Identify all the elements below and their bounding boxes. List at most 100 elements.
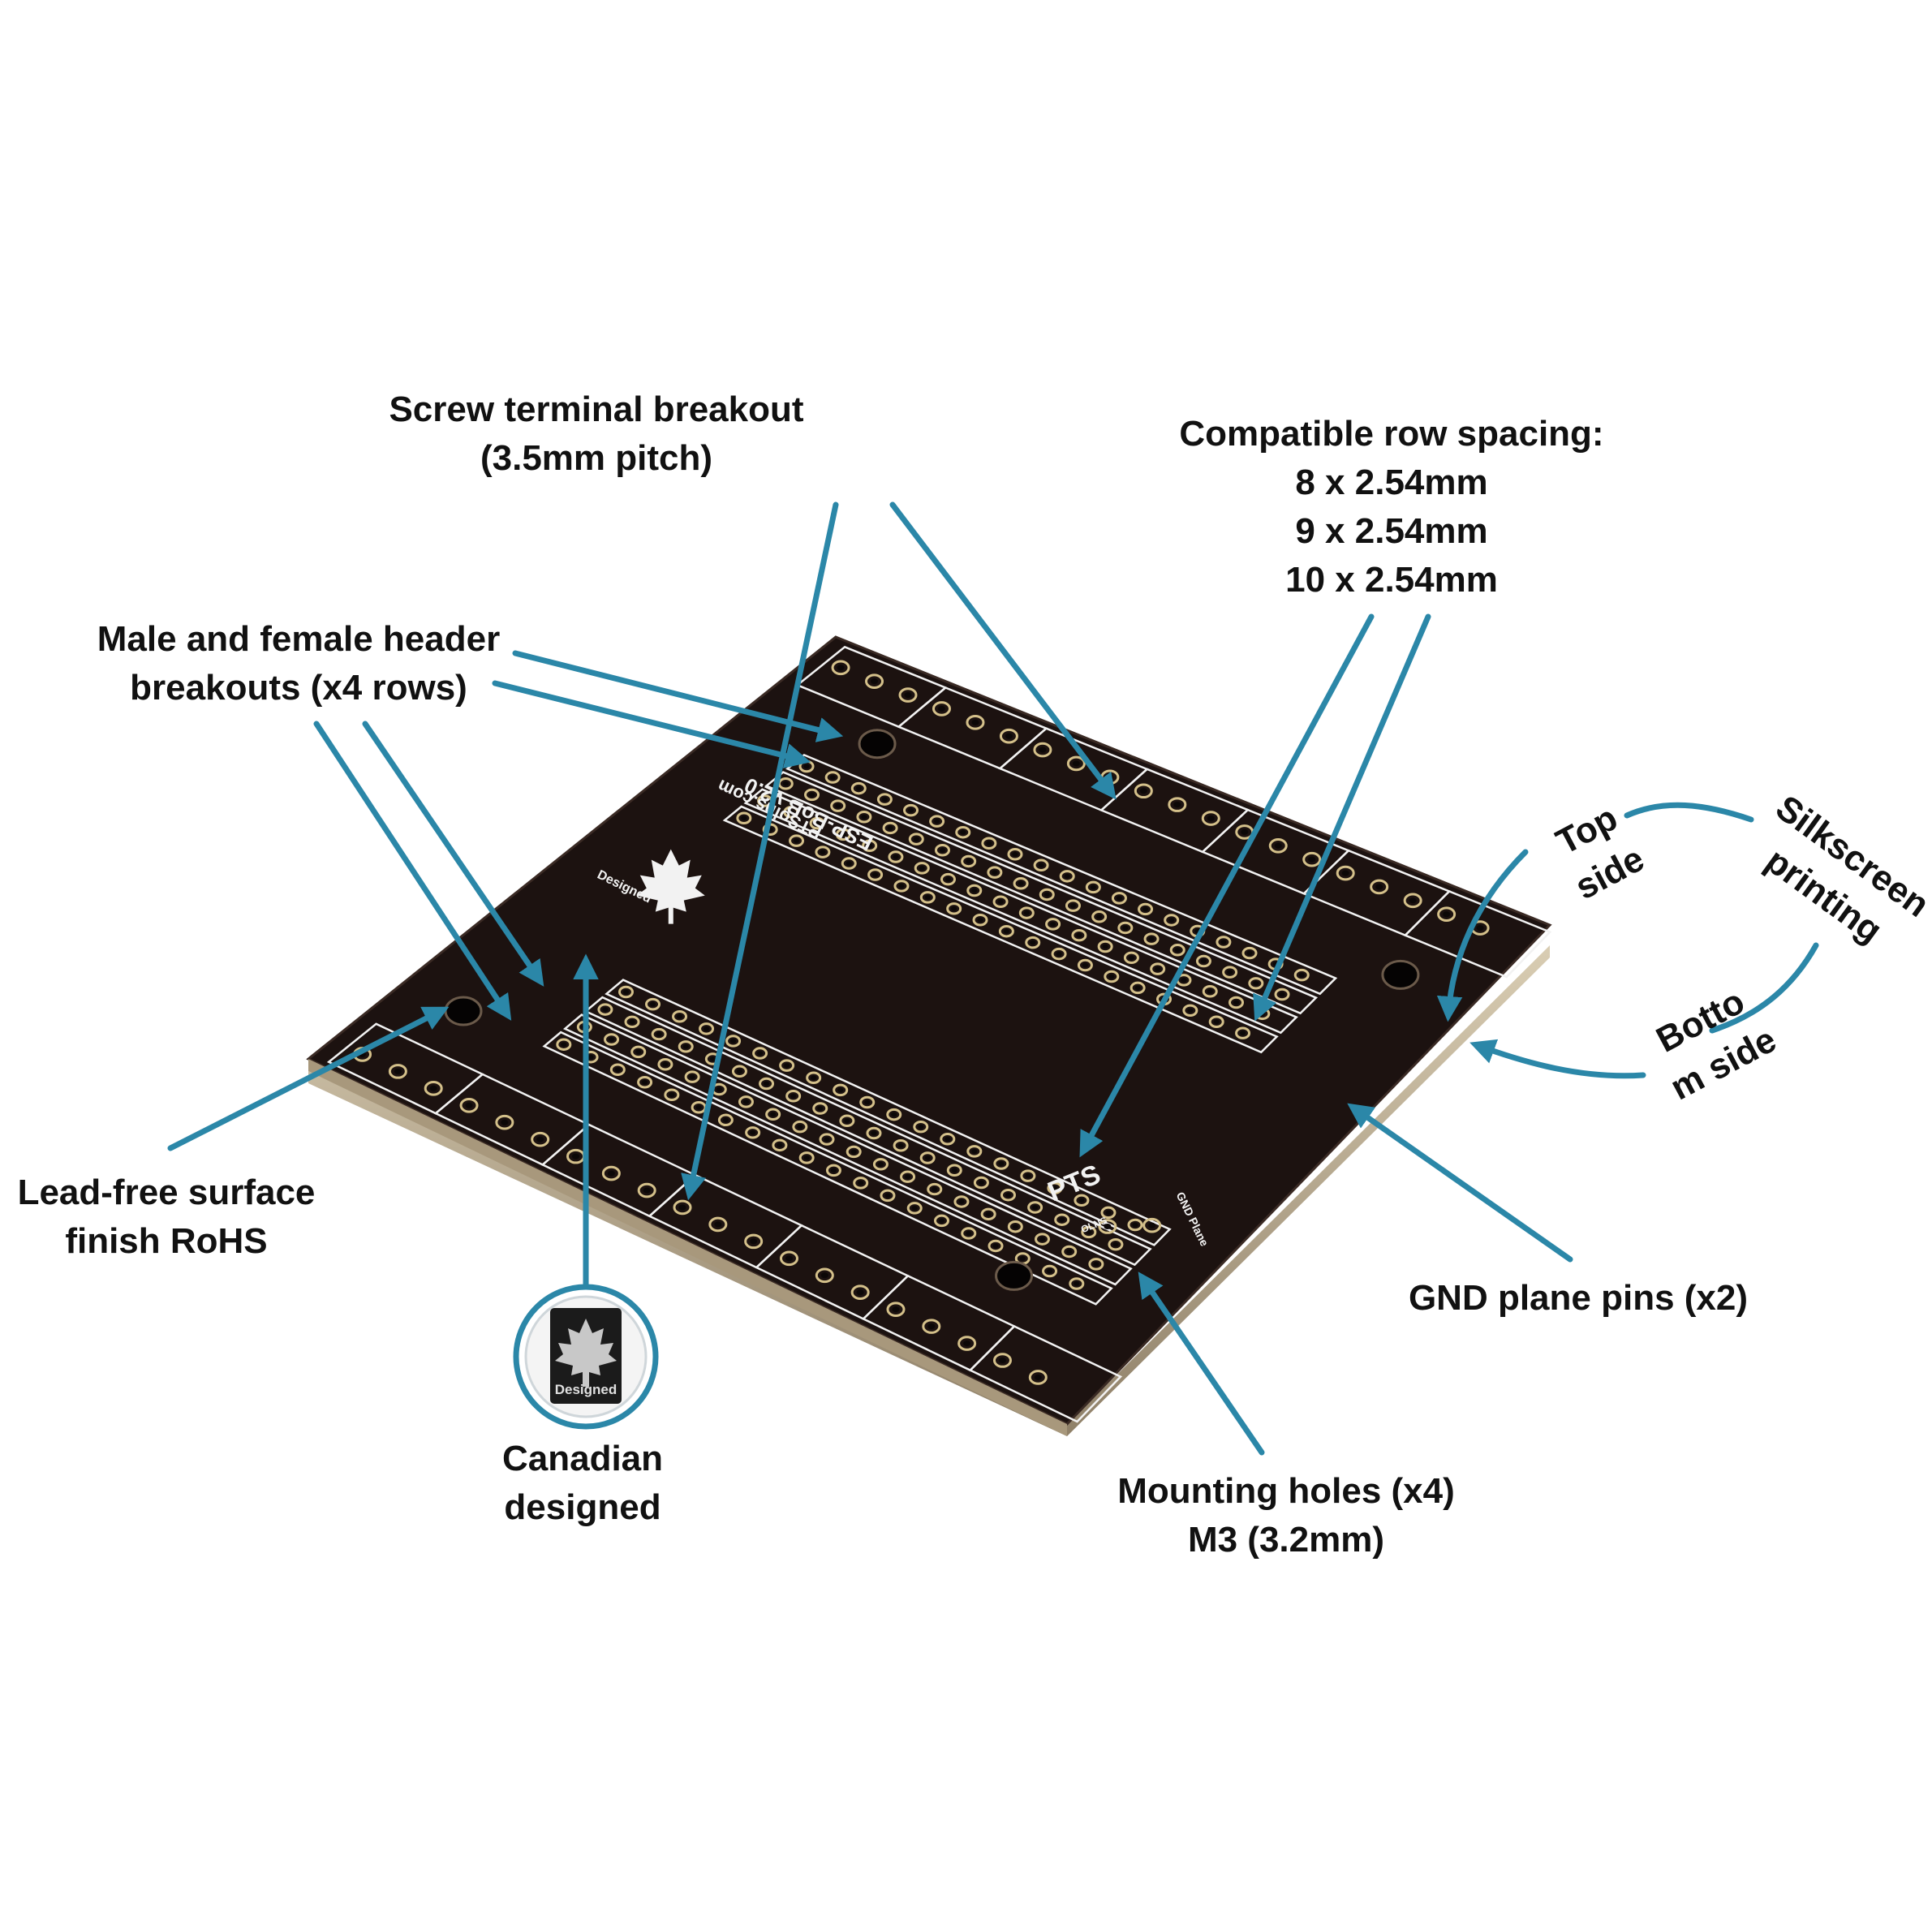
header-pin-pad xyxy=(966,1145,983,1158)
header-pin-pad-hole xyxy=(958,1199,965,1204)
board-maple-leaf-icon xyxy=(636,849,705,924)
header-pin-pad-hole xyxy=(907,807,914,813)
header-pin-pad xyxy=(1020,1169,1036,1182)
header-pin-pad xyxy=(1228,996,1245,1009)
screw-pad-bottom-hole xyxy=(678,1204,686,1211)
header-pin-pad-hole xyxy=(1122,925,1129,931)
screw-pad-top-hole xyxy=(871,678,879,685)
header-pin-pad-hole xyxy=(944,1136,951,1142)
screw-pad-bottom xyxy=(957,1336,977,1351)
arrow-header-3 xyxy=(313,721,512,1021)
screw-pad-top-hole xyxy=(1274,842,1282,849)
screw-pad-top-hole xyxy=(837,665,845,671)
header-pin-pad-hole xyxy=(1030,940,1036,945)
header-pin-pad xyxy=(992,895,1009,909)
header-row-outline xyxy=(562,1013,1133,1286)
header-pin-pad xyxy=(893,1139,909,1152)
screw-pad-top xyxy=(966,715,985,730)
header-pin-pad-hole xyxy=(840,832,847,837)
header-pin-pad-hole xyxy=(1046,1268,1053,1274)
screw-pad-bottom-hole xyxy=(714,1221,722,1228)
header-pin-pad-hole xyxy=(814,820,820,826)
arrow-silk-to-top xyxy=(1624,802,1754,823)
header-pin-pad xyxy=(717,1113,734,1127)
header-pin-pad-hole xyxy=(682,1044,689,1049)
header-pin-pad xyxy=(880,1189,896,1203)
header-pin-pad-hole xyxy=(763,1081,770,1086)
header-pin-pad-hole xyxy=(689,1074,695,1079)
header-pin-pad xyxy=(759,1077,775,1091)
header-pin-pad xyxy=(856,811,872,824)
header-pin-pad-hole xyxy=(1233,1000,1240,1005)
header-pin-pad xyxy=(731,1065,747,1078)
screw-pad-bottom-hole xyxy=(892,1306,900,1313)
screw-pad-bottom-hole xyxy=(465,1102,473,1108)
header-row-outline xyxy=(722,805,1279,1054)
header-pin-pad-hole xyxy=(1064,874,1070,879)
screw-pad-top xyxy=(898,687,918,703)
header-pin-pad-hole xyxy=(951,1168,957,1173)
header-pin-pad-hole xyxy=(1128,955,1135,961)
gnd-plane-pad-hole xyxy=(1104,1223,1112,1229)
header-pin-pad xyxy=(1091,910,1108,923)
header-pin-pad-hole xyxy=(864,1099,871,1105)
header-pin-pad xyxy=(853,1177,869,1190)
screw-pad-bottom xyxy=(531,1131,550,1147)
screw-pad-top xyxy=(865,673,884,689)
header-pin-pad xyxy=(1007,848,1023,861)
header-pin-pad xyxy=(1069,1277,1085,1290)
header-pin-pad-hole xyxy=(872,872,879,877)
header-pin-pad-hole xyxy=(844,1118,850,1124)
header-pin-pad-hole xyxy=(977,917,983,923)
header-pin-pad xyxy=(908,833,924,846)
header-pin-pad-hole xyxy=(960,829,966,835)
header-pin-pad-hole xyxy=(1069,903,1077,908)
screw-pad-top xyxy=(1033,742,1052,758)
header-pin-pad xyxy=(1123,951,1139,965)
header-pin-pad xyxy=(839,1114,855,1128)
header-pin-pad-hole xyxy=(641,1079,648,1085)
label-canadian: Canadian designed xyxy=(501,1439,664,1527)
header-pin-pad-hole xyxy=(837,1087,844,1093)
screw-pad-bottom-hole xyxy=(394,1068,402,1074)
screw-pad-bottom xyxy=(815,1267,834,1284)
screw-pad-bottom xyxy=(708,1216,728,1233)
header-pin-pad-hole xyxy=(1227,970,1233,975)
mounting-hole xyxy=(858,729,897,759)
screw-pad-top-hole xyxy=(1039,747,1047,753)
screw-pad-top-hole xyxy=(1308,856,1316,863)
header-pin-pad xyxy=(556,1038,572,1051)
header-pin-pad-hole xyxy=(722,1117,729,1123)
screw-pad-bottom-hole xyxy=(820,1272,828,1279)
mounting-hole xyxy=(444,996,483,1026)
header-pin-pad-hole xyxy=(635,1049,642,1055)
header-pin-pad xyxy=(1000,1188,1017,1202)
header-pin-pad xyxy=(988,1239,1004,1253)
header-pin-pad-hole xyxy=(992,870,998,875)
badge-designed-text: Designed xyxy=(555,1382,617,1397)
arrow-silk-to-bottom xyxy=(1709,942,1819,1034)
header-pin-pad xyxy=(946,1164,962,1177)
header-pin-pad-hole xyxy=(602,1007,609,1012)
header-pin-pad-hole xyxy=(986,841,992,846)
header-pin-pad xyxy=(792,1120,808,1134)
header-pin-pad-hole xyxy=(966,858,972,864)
header-pin-pad-hole xyxy=(1181,978,1187,983)
header-pin-pad xyxy=(1042,1264,1058,1278)
header-pin-pad xyxy=(927,1182,943,1196)
header-pin-pad-hole xyxy=(629,1019,635,1025)
header-pin-pad xyxy=(1182,1004,1198,1018)
header-pin-pad-hole xyxy=(1112,1241,1119,1247)
gnd-plane-pad xyxy=(1098,1219,1117,1234)
header-pin-pad-hole xyxy=(992,1243,999,1249)
header-pin-pad xyxy=(1169,944,1185,957)
header-pin-pad-hole xyxy=(797,1124,803,1130)
header-pin-pad xyxy=(1164,914,1180,927)
header-pin-pad xyxy=(872,1158,889,1171)
callout-arrows xyxy=(167,501,1819,1456)
header-pin-pad xyxy=(617,985,634,999)
arrow-bottom-side xyxy=(1469,1039,1646,1079)
header-pin-pad xyxy=(645,997,661,1011)
header-pin-pad xyxy=(672,1009,688,1023)
screw-pad-top-hole xyxy=(904,692,912,699)
